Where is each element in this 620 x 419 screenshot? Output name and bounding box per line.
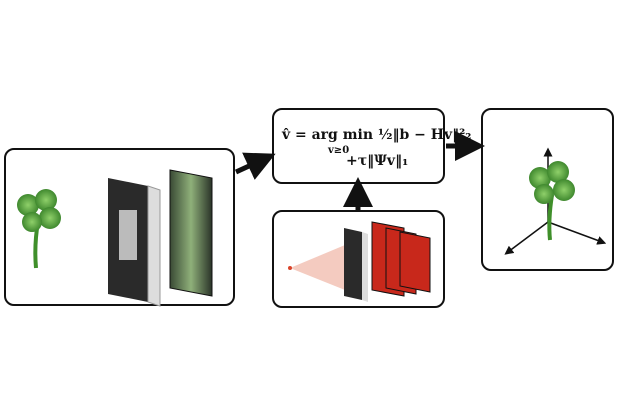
image-sensor [169, 169, 213, 297]
formula-line-2: +τ‖Ψv‖₁ [346, 153, 409, 169]
reconstruction-formula-panel [272, 108, 445, 184]
arrow-to-formula [234, 152, 276, 180]
formula-subscript: v≥0 [328, 145, 350, 156]
reconstructed-clover [529, 161, 575, 241]
formula-line-1: v̂ = arg min ½‖b − Hv‖²₂ [282, 127, 472, 143]
point-source-psf [288, 221, 431, 302]
coded-mask [108, 178, 161, 307]
clover-object [17, 189, 61, 269]
reconstruction-formula: v̂ = arg min ½‖b − Hv‖²₂ v≥0 +τ‖Ψv‖₁ [276, 115, 471, 177]
